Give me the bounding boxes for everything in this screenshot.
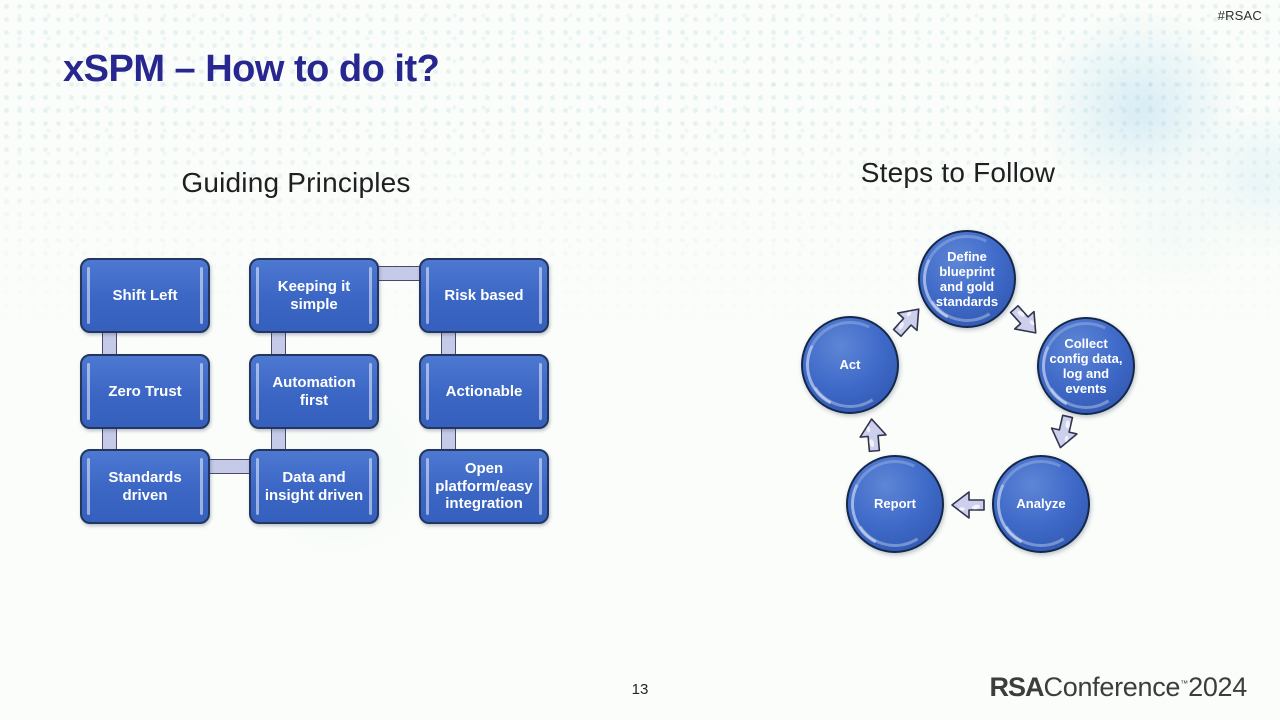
principle-label: Open platform/easy integration <box>435 459 533 513</box>
principle-box-automation-first: Automation first <box>249 354 379 429</box>
logo-year-text: 2024 <box>1188 672 1247 702</box>
principle-box-zero-trust: Zero Trust <box>80 354 210 429</box>
page-number: 13 <box>631 681 649 698</box>
connector-horizontal <box>205 459 254 474</box>
step-circle-define: Define blueprint and gold standards <box>918 230 1016 328</box>
principle-label: Risk based <box>444 286 524 304</box>
principle-box-shift-left: Shift Left <box>80 258 210 333</box>
principle-label: Zero Trust <box>108 382 182 400</box>
step-label: Analyze <box>1016 496 1066 512</box>
cycle-arrow-icon <box>1050 414 1078 449</box>
principle-label: Standards driven <box>108 468 182 504</box>
slide-title: xSPM – How to do it? <box>63 48 440 90</box>
principle-label: Keeping it simple <box>277 277 351 313</box>
cycle-arrow-collect-to-analyze <box>1044 411 1083 453</box>
guiding-principles-heading: Guiding Principles <box>181 167 411 198</box>
principle-box-open-platform: Open platform/easy integration <box>419 449 549 524</box>
step-label: Collect config data, log and events <box>1049 335 1123 397</box>
step-circle-report: Report <box>846 455 944 553</box>
principle-box-standards-driven: Standards driven <box>80 449 210 524</box>
step-label: Act <box>839 357 861 373</box>
step-circle-collect: Collect config data, log and events <box>1037 317 1135 415</box>
principle-label: Actionable <box>445 382 523 400</box>
hashtag-label: #RSAC <box>1217 8 1262 23</box>
connector-horizontal <box>374 266 424 281</box>
principle-box-data-insight-driven: Data and insight driven <box>249 449 379 524</box>
steps-to-follow-heading: Steps to Follow <box>860 157 1056 188</box>
cycle-arrow-icon <box>859 418 887 453</box>
rsa-conference-logo: RSAConference™2024 <box>989 672 1248 703</box>
principle-box-actionable: Actionable <box>419 354 549 429</box>
logo-rsa-text: RSA <box>989 672 1045 702</box>
cycle-arrow-icon <box>951 491 985 519</box>
principle-label: Shift Left <box>112 286 178 304</box>
step-label: Define blueprint and gold standards <box>935 248 999 310</box>
principle-label: Automation first <box>272 373 356 409</box>
step-circle-act: Act <box>801 316 899 414</box>
logo-trademark-symbol: ™ <box>1180 679 1189 688</box>
cycle-arrow-report-to-act <box>855 416 890 455</box>
step-circle-analyze: Analyze <box>992 455 1090 553</box>
step-label: Report <box>874 496 916 512</box>
principle-label: Data and insight driven <box>264 468 364 504</box>
cycle-arrow-analyze-to-report <box>950 489 986 521</box>
principle-box-risk-based: Risk based <box>419 258 549 333</box>
principle-box-keeping-it-simple: Keeping it simple <box>249 258 379 333</box>
logo-conference-text: Conference <box>1043 672 1181 702</box>
